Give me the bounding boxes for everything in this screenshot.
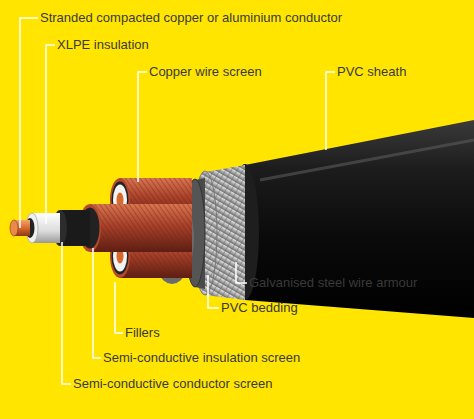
leader-line bbox=[326, 72, 335, 150]
part-label: Copper wire screen bbox=[149, 64, 262, 80]
sheath-highlight bbox=[260, 140, 474, 180]
conductor bbox=[10, 220, 18, 236]
leader-line bbox=[93, 248, 101, 358]
leader-line bbox=[20, 18, 38, 228]
copper-wire-screen bbox=[90, 204, 192, 252]
part-label: Fillers bbox=[125, 325, 160, 341]
leader-line bbox=[138, 72, 147, 182]
leader-line bbox=[46, 45, 55, 224]
pvc-sheath bbox=[245, 120, 474, 318]
leader-line bbox=[115, 282, 123, 333]
leader-line bbox=[62, 242, 71, 384]
part-label: Semi-conductive insulation screen bbox=[103, 350, 300, 366]
leader-lines bbox=[20, 18, 335, 384]
part-label: PVC sheath bbox=[337, 64, 406, 80]
part-label: PVC bedding bbox=[221, 300, 298, 316]
part-label: Galvanised steel wire armour bbox=[249, 275, 417, 291]
leader-line bbox=[208, 275, 219, 308]
core-cylinder bbox=[90, 204, 192, 252]
part-label: Semi-conductive conductor screen bbox=[73, 376, 272, 392]
part-label: XLPE insulation bbox=[57, 37, 149, 53]
leader-line bbox=[236, 262, 247, 283]
part-label: Stranded compacted copper or aluminium c… bbox=[40, 10, 342, 26]
